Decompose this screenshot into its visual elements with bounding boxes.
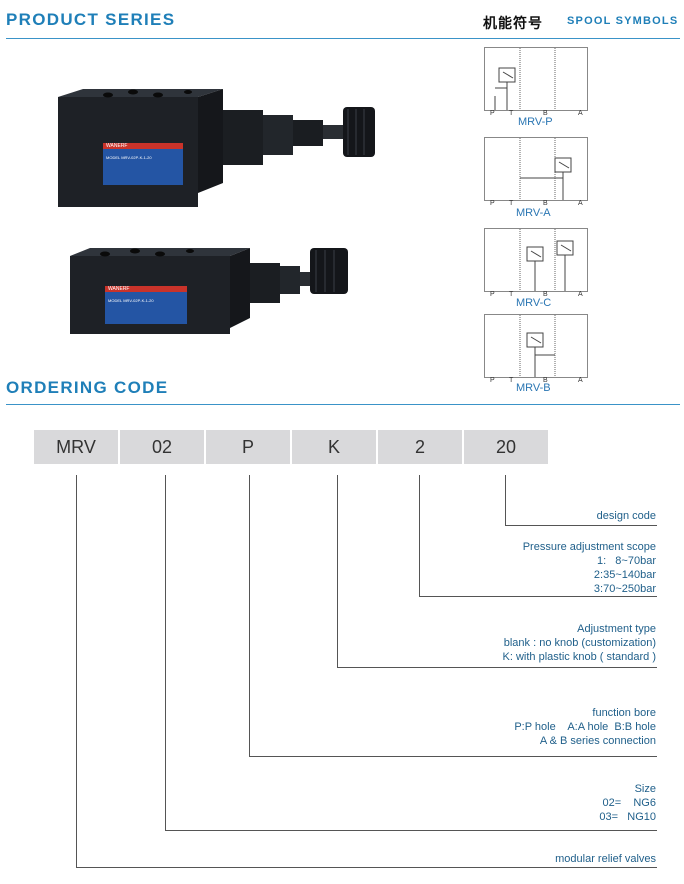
desc-pressure: Pressure adjustment scope 1: 8~70bar 2:3… <box>522 541 656 595</box>
code-box-adjustment: K <box>292 430 376 464</box>
spool-symbol-mrv-c: P T B A <box>484 228 588 298</box>
pin-p: P <box>490 291 495 298</box>
pin-b: B <box>543 200 548 207</box>
spool-symbol-mrv-c-graphic <box>519 229 574 291</box>
connector-v-modular <box>76 475 77 867</box>
desc-size: Size 02= NG6 03= NG10 <box>599 783 656 823</box>
code-box-pressure: 2 <box>378 430 462 464</box>
ordering-rule <box>6 404 680 405</box>
pin-a: A <box>578 377 583 384</box>
code-box-series: MRV <box>34 430 118 464</box>
valve-2-nameplate: MODEL MRV-02P-K-1-20 <box>108 298 154 303</box>
pin-b: B <box>543 291 548 298</box>
spool-symbols-cn-title: 机能符号 <box>483 16 543 32</box>
valve-2-graphic <box>70 248 348 334</box>
connector-v-size <box>165 475 166 830</box>
pin-p: P <box>490 110 495 117</box>
spool-label-mrv-p: MRV-P <box>518 116 553 128</box>
valve-2-brand: WANERF <box>108 286 130 292</box>
desc-function: function bore P:P hole A:A hole B:B hole… <box>514 707 656 747</box>
spool-symbols-title: SPOOL SYMBOLS <box>567 15 679 27</box>
connector-h-size <box>165 830 657 831</box>
spool-symbol-mrv-b: P T B A <box>484 314 588 384</box>
desc-adjustment: Adjustment type blank : no knob (customi… <box>502 623 656 663</box>
pin-b: B <box>543 110 548 117</box>
spool-symbol-mrv-a-graphic <box>519 138 572 200</box>
connector-v-pressure <box>419 475 420 596</box>
connector-h-design <box>505 525 657 526</box>
connector-v-function <box>249 475 250 756</box>
valve-image-1: WANERF MODEL MRV-02P-K-1-20 <box>48 75 388 215</box>
pin-t: T <box>509 291 514 298</box>
valve-image-2: WANERF MODEL MRV-02P-K-1-20 <box>60 238 360 348</box>
connector-v-adjust <box>337 475 338 667</box>
pin-p: P <box>490 200 495 207</box>
header-rule <box>6 38 680 39</box>
pin-b: B <box>543 377 548 384</box>
connector-h-function <box>249 756 657 757</box>
valve-1-nameplate: MODEL MRV-02P-K-1-20 <box>106 155 152 160</box>
code-box-size: 02 <box>120 430 204 464</box>
desc-modular: modular relief valves <box>555 853 656 865</box>
pin-a: A <box>578 110 583 117</box>
pin-t: T <box>509 110 514 117</box>
spool-symbol-mrv-b-graphic <box>519 315 556 377</box>
product-series-title: PRODUCT SERIES <box>6 10 176 29</box>
spool-symbol-mrv-p: P T B A <box>484 47 588 117</box>
spool-label-mrv-a: MRV-A <box>516 207 551 219</box>
spool-symbol-mrv-a: P T B A <box>484 137 588 207</box>
valve-1-graphic <box>58 89 375 207</box>
pin-t: T <box>509 377 514 384</box>
ordering-code-title: ORDERING CODE <box>6 378 169 397</box>
code-box-function: P <box>206 430 290 464</box>
code-box-design: 20 <box>464 430 548 464</box>
pin-t: T <box>509 200 514 207</box>
connector-h-adjust <box>337 667 657 668</box>
spool-label-mrv-b: MRV-B <box>516 382 551 394</box>
connector-v-design <box>505 475 506 525</box>
pin-a: A <box>578 200 583 207</box>
connector-h-modular <box>76 867 657 868</box>
spool-label-mrv-c: MRV-C <box>516 297 552 309</box>
spool-symbol-mrv-p-graphic <box>494 48 556 110</box>
pin-a: A <box>578 291 583 298</box>
connector-h-pressure <box>419 596 657 597</box>
pin-p: P <box>490 377 495 384</box>
desc-design-code: design code <box>596 510 656 522</box>
valve-1-brand: WANERF <box>106 143 128 149</box>
